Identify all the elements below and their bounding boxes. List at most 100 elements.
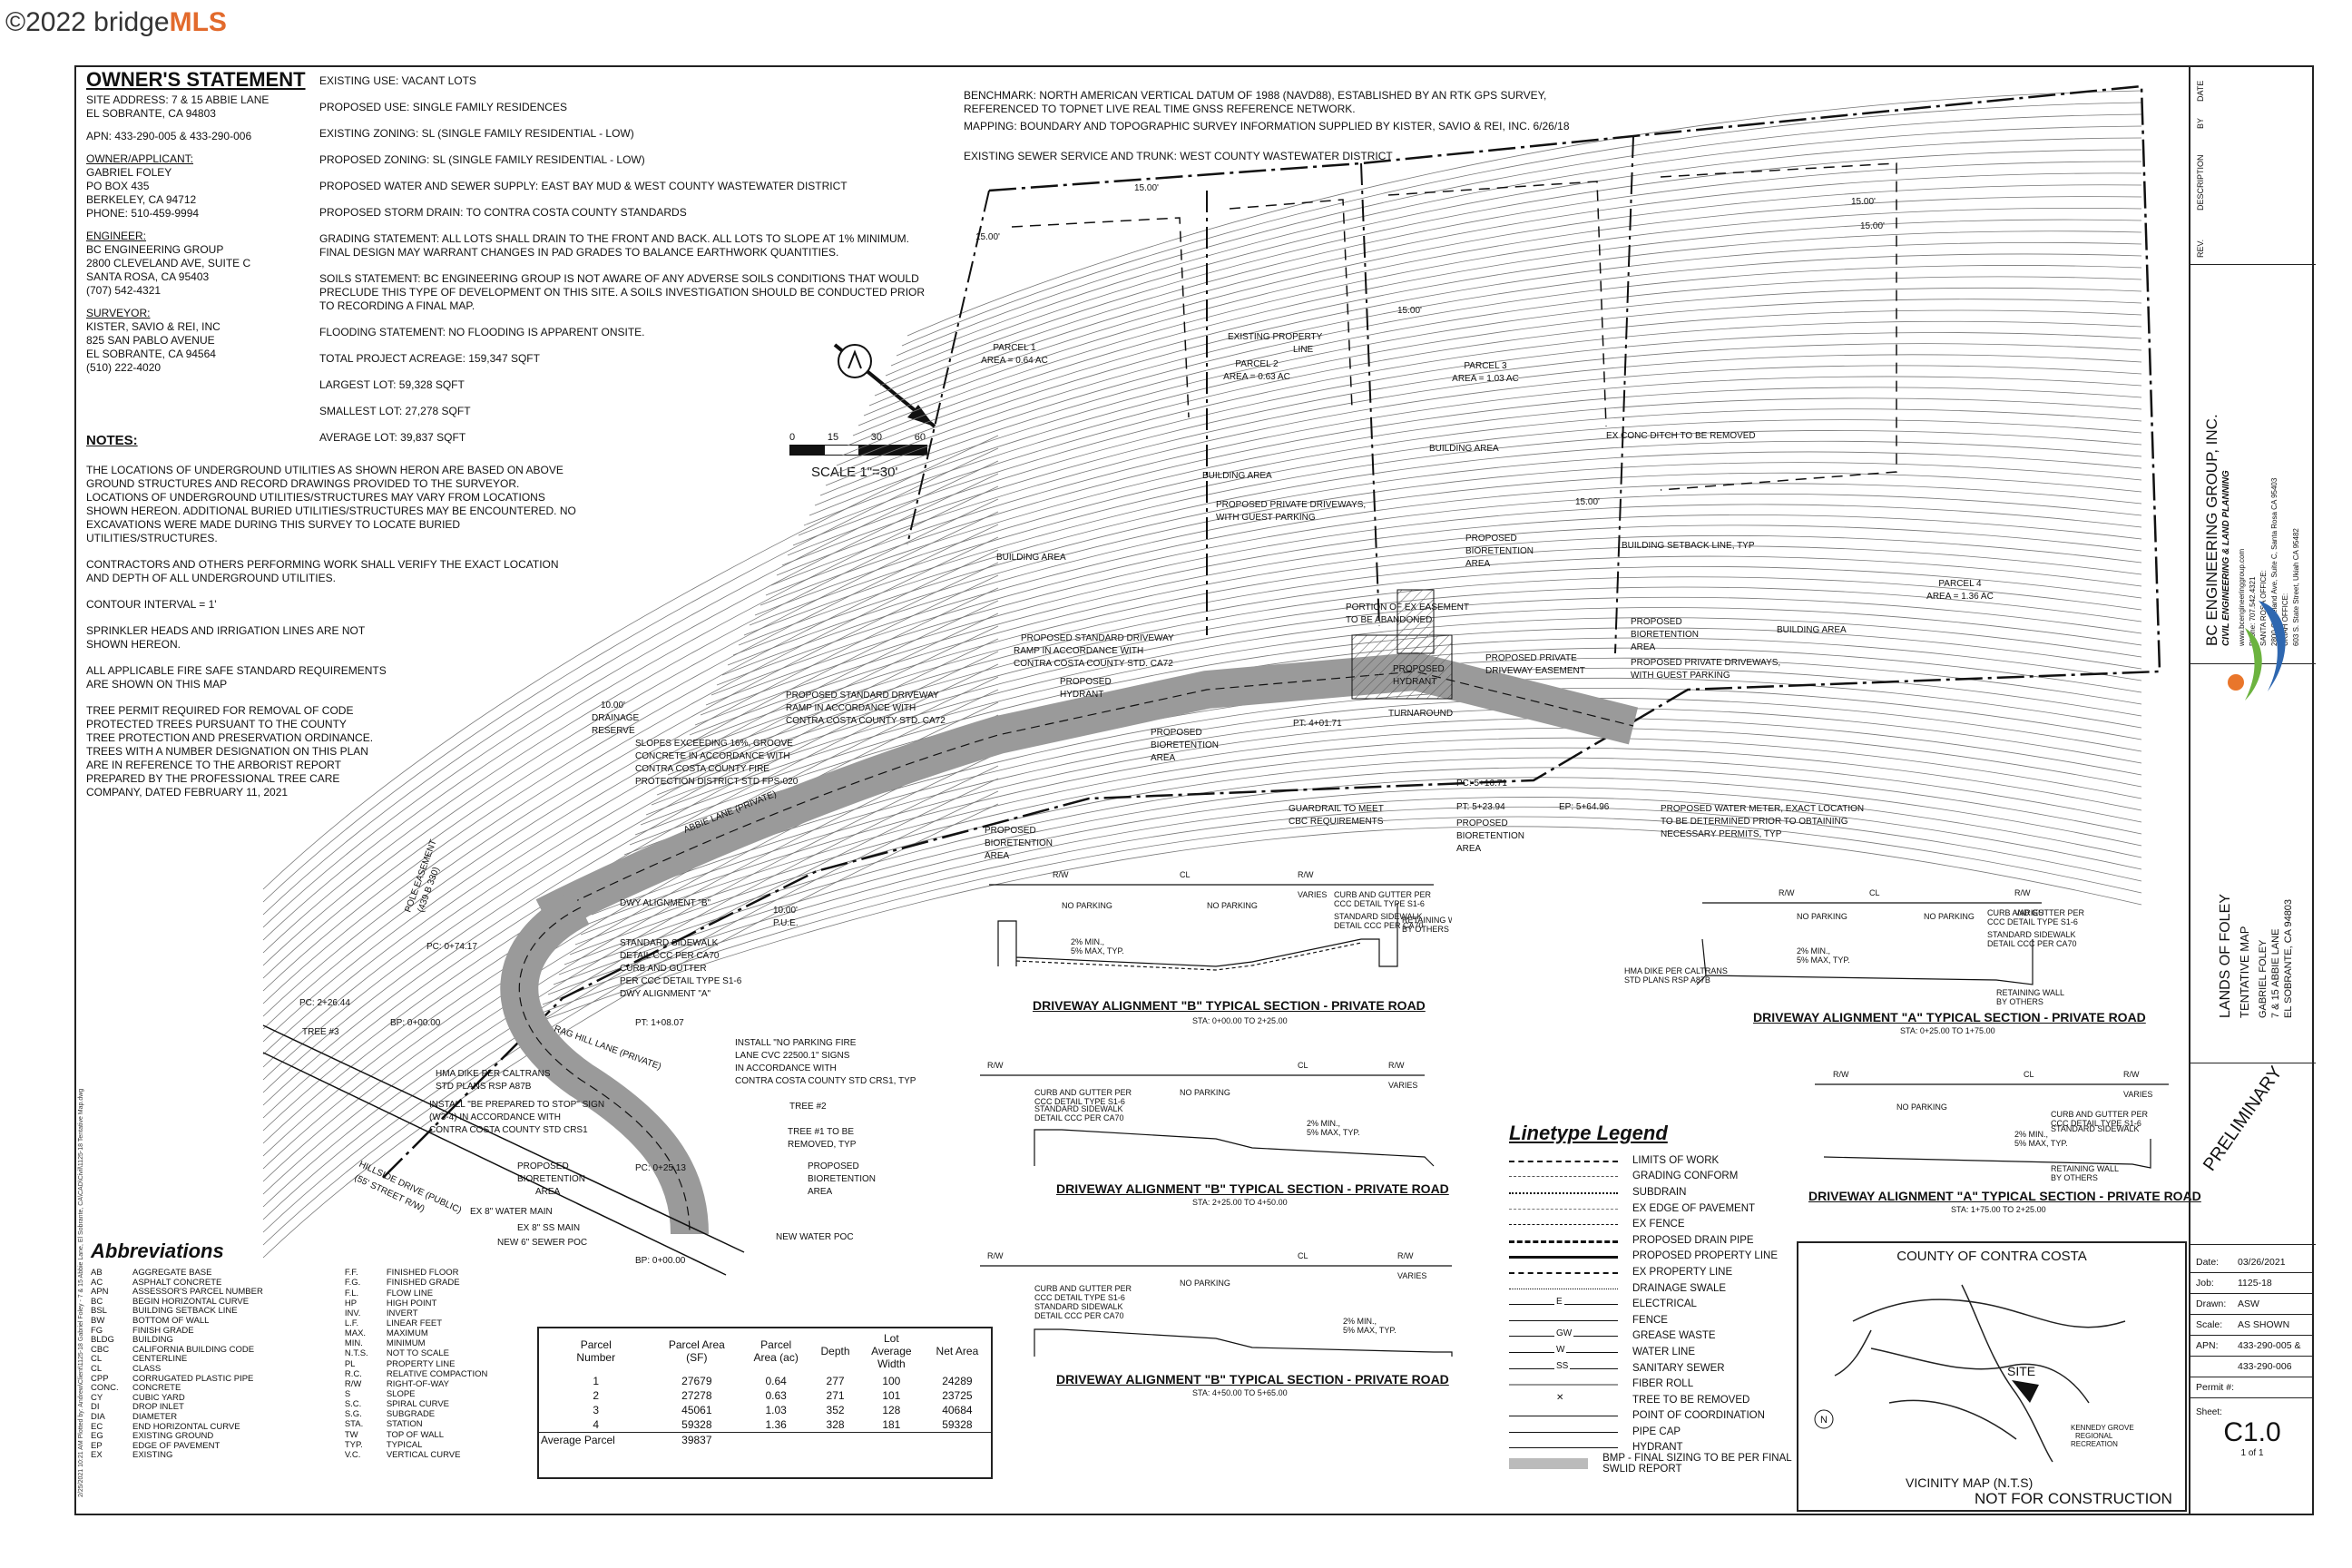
abbreviation-row: TYP.TYPICAL xyxy=(344,1439,423,1450)
preliminary-stamp: PRELIMINARY xyxy=(2190,1063,2316,1245)
svg-text:DETAIL CCC PER CA70: DETAIL CCC PER CA70 xyxy=(1334,921,1424,930)
svg-text:CONTRA COSTA COUNTY FIRE: CONTRA COSTA COUNTY FIRE xyxy=(635,764,769,774)
svg-text:2% MIN.,: 2% MIN., xyxy=(2014,1130,2048,1139)
svg-text:TURNAROUND: TURNAROUND xyxy=(1388,709,1453,719)
svg-text:PROPOSED STANDARD DRIVEWAY: PROPOSED STANDARD DRIVEWAY xyxy=(786,691,939,701)
svg-text:PROPOSED: PROPOSED xyxy=(985,826,1036,836)
svg-text:NO PARKING: NO PARKING xyxy=(1896,1102,1947,1112)
legend-item: FIBER ROLL xyxy=(1509,1376,1799,1392)
legend-swatch xyxy=(1509,1219,1618,1230)
legend-label: LIMITS OF WORK xyxy=(1632,1154,1720,1166)
svg-text:PC: 5+16.71: PC: 5+16.71 xyxy=(1456,779,1507,789)
svg-text:P.U.E.: P.U.E. xyxy=(773,918,799,928)
abbreviation-row: S.G.SUBGRADE xyxy=(344,1409,436,1420)
svg-text:CL: CL xyxy=(1298,1251,1308,1260)
svg-text:PROPOSED: PROPOSED xyxy=(1393,664,1445,674)
legend-item: PROPOSED DRAIN PIPE xyxy=(1509,1232,1799,1249)
svg-text:10.00': 10.00' xyxy=(601,701,625,710)
title-block-meta-row: 433-290-006 xyxy=(2190,1357,2314,1377)
svg-text:PARCEL 2: PARCEL 2 xyxy=(1235,359,1279,369)
legend-label: EX EDGE OF PAVEMENT xyxy=(1632,1202,1756,1214)
svg-text:R/W: R/W xyxy=(1779,888,1795,897)
svg-text:VARIES: VARIES xyxy=(2014,908,2043,917)
legend-swatch: SS xyxy=(1509,1360,1618,1374)
svg-text:PROPOSED: PROPOSED xyxy=(1151,728,1202,738)
svg-text:PROPOSED: PROPOSED xyxy=(808,1161,859,1171)
file-path: 2/25/2021 10:21 AM Plotted by: Andrew\Cl… xyxy=(78,1088,84,1497)
svg-text:CCC DETAIL TYPE S1-6: CCC DETAIL TYPE S1-6 xyxy=(2051,1119,2141,1128)
svg-text:HMA DIKE PER CALTRANS: HMA DIKE PER CALTRANS xyxy=(1624,966,1728,975)
svg-text:DRAINAGE: DRAINAGE xyxy=(592,713,640,723)
company-logo-icon xyxy=(2228,601,2286,701)
abbreviation-row: V.C.VERTICAL CURVE xyxy=(344,1449,461,1460)
svg-text:PROPOSED: PROPOSED xyxy=(1060,677,1112,687)
svg-text:R/W: R/W xyxy=(1053,870,1069,879)
svg-text:PT: 4+01.71: PT: 4+01.71 xyxy=(1293,719,1342,729)
title-block-meta-row: Drawn:ASW xyxy=(2190,1294,2314,1315)
svg-text:RETAINING WALL: RETAINING WALL xyxy=(1996,988,2064,997)
notes: NOTES: THE LOCATIONS OF UNDERGROUND UTIL… xyxy=(86,433,576,799)
svg-text:PC: 0+74.17: PC: 0+74.17 xyxy=(426,942,477,952)
svg-text:TREE #1 TO BE: TREE #1 TO BE xyxy=(788,1127,854,1137)
drawing-sheet xyxy=(74,65,2314,1515)
svg-text:2% MIN.,: 2% MIN., xyxy=(1307,1119,1340,1128)
svg-text:AREA: AREA xyxy=(1465,559,1491,569)
svg-text:CURB AND GUTTER PER: CURB AND GUTTER PER xyxy=(1334,890,1432,899)
legend-label: BMP - FINAL SIZING TO BE PER FINAL SWLID… xyxy=(1602,1453,1792,1475)
svg-text:STANDARD SIDEWALK: STANDARD SIDEWALK xyxy=(1034,1104,1123,1113)
svg-text:5% MAX, TYP.: 5% MAX, TYP. xyxy=(1343,1326,1396,1335)
svg-text:EP: 5+64.96: EP: 5+64.96 xyxy=(1559,802,1610,812)
svg-text:TREE #2: TREE #2 xyxy=(789,1102,827,1112)
legend-label: HYDRANT xyxy=(1632,1442,1683,1454)
svg-text:NO PARKING: NO PARKING xyxy=(1797,912,1847,921)
legend-item: DRAINAGE SWALE xyxy=(1509,1280,1799,1297)
svg-text:CL: CL xyxy=(2024,1070,2034,1079)
legend-swatch xyxy=(1509,1267,1618,1278)
bridgemls-watermark: ©2022 bridgeMLS xyxy=(5,7,227,37)
site-plan: PARCEL 1 AREA = 0.64 AC PARCEL 2 AREA = … xyxy=(262,84,2161,1276)
svg-text:CCC DETAIL TYPE S1-6: CCC DETAIL TYPE S1-6 xyxy=(1034,1097,1125,1106)
owners-statement-title: OWNER'S STATEMENT xyxy=(86,68,306,91)
svg-text:EXISTING PROPERTY: EXISTING PROPERTY xyxy=(1228,332,1323,342)
svg-text:NECESSARY PERMITS, TYP: NECESSARY PERMITS, TYP xyxy=(1661,829,1782,839)
benchmark-notes: BENCHMARK: NORTH AMERICAN VERTICAL DATUM… xyxy=(964,89,1570,162)
svg-text:10.00': 10.00' xyxy=(773,906,798,916)
svg-text:WITH GUEST PARKING: WITH GUEST PARKING xyxy=(1631,671,1730,681)
svg-text:INSTALL "NO PARKING FIRE: INSTALL "NO PARKING FIRE xyxy=(735,1038,857,1048)
svg-text:PC: 2+26.44: PC: 2+26.44 xyxy=(299,998,350,1008)
svg-text:15.00': 15.00' xyxy=(1134,183,1159,193)
legend-item: PROPOSED PROPERTY LINE xyxy=(1509,1249,1799,1265)
legend-item: BMP - FINAL SIZING TO BE PER FINAL SWLID… xyxy=(1509,1453,1799,1475)
abbreviation-row: S.C.SPIRAL CURVE xyxy=(344,1399,449,1410)
title-block-meta-row: Date:03/26/2021 xyxy=(2190,1252,2314,1273)
svg-text:CONTRA COSTA COUNTY STD. CA72: CONTRA COSTA COUNTY STD. CA72 xyxy=(786,716,946,726)
svg-text:CCC DETAIL TYPE S1-6: CCC DETAIL TYPE S1-6 xyxy=(1034,1293,1125,1302)
svg-text:EX 8" SS MAIN: EX 8" SS MAIN xyxy=(517,1223,580,1233)
svg-text:CL: CL xyxy=(1298,1061,1308,1070)
svg-text:R/W: R/W xyxy=(2014,888,2031,897)
legend-item: EX EDGE OF PAVEMENT xyxy=(1509,1200,1799,1217)
svg-text:15.00': 15.00' xyxy=(1860,221,1885,231)
svg-text:R/W: R/W xyxy=(2123,1070,2140,1079)
svg-text:BIORETENTION: BIORETENTION xyxy=(517,1174,585,1184)
svg-text:NO PARKING: NO PARKING xyxy=(1062,901,1112,910)
abbreviation-row: CONC.CONCRETE xyxy=(91,1383,181,1394)
